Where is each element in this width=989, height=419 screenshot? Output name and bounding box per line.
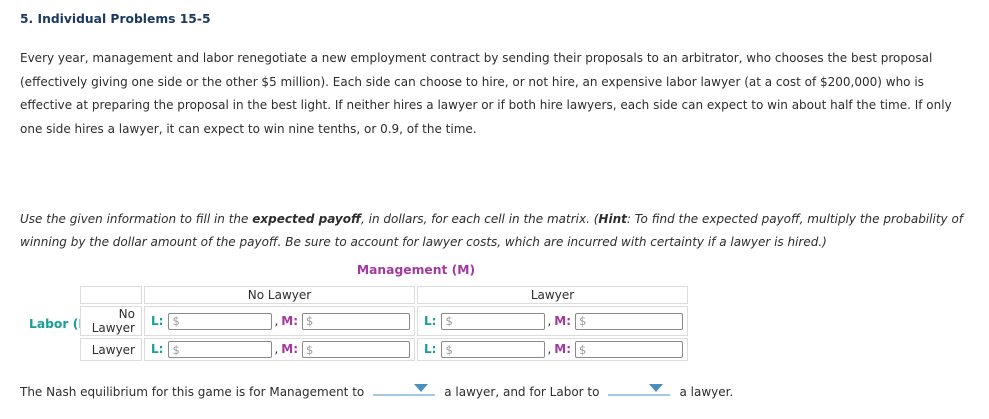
payoff-separator: , — [274, 342, 279, 356]
chevron-down-icon — [414, 384, 429, 392]
management-payoff-input-lawyer-nolawyer[interactable] — [302, 341, 411, 358]
payoff-matrix: No Lawyer Lawyer No Lawyer L:,M: L:,M: L… — [78, 284, 690, 363]
nash-management-dropdown[interactable] — [373, 381, 436, 396]
instructions-paragraph: Use the given information to fill in the… — [20, 208, 970, 254]
nash-seg1: The Nash equilibrium for this game is fo… — [20, 385, 365, 399]
nash-equilibrium-sentence: The Nash equilibrium for this game is fo… — [20, 381, 733, 399]
cell-lawyer-lawyer: L:,M: — [417, 338, 688, 361]
labor-payoff-label: L: — [424, 342, 437, 356]
cell-nolawyer-nolawyer: L:,M: — [144, 306, 415, 336]
cell-lawyer-nolawyer: L:,M: — [144, 338, 415, 361]
management-payoff-label: M: — [281, 342, 299, 356]
matrix-header-row: No Lawyer Lawyer — [80, 286, 688, 304]
chevron-down-icon — [649, 384, 664, 392]
labor-payoff-input-lawyer-nolawyer[interactable] — [168, 341, 273, 358]
management-payoff-label: M: — [554, 313, 572, 328]
management-payoff-input-nolawyer-nolawyer[interactable] — [302, 312, 411, 330]
matrix-row-no-lawyer: No Lawyer L:,M: L:,M: — [80, 306, 688, 336]
labor-payoff-label: L: — [151, 313, 164, 328]
instructions-seg1: Use the given information to fill in the — [20, 212, 253, 226]
management-payoff-label: M: — [554, 342, 572, 356]
nash-labor-dropdown[interactable] — [608, 381, 671, 396]
labor-payoff-input-nolawyer-lawyer[interactable] — [441, 312, 546, 330]
column-player-label: Management (M) — [356, 263, 476, 277]
labor-payoff-input-nolawyer-nolawyer[interactable] — [168, 312, 273, 330]
payoff-separator: , — [547, 313, 552, 328]
payoff-separator: , — [274, 313, 279, 328]
labor-payoff-input-lawyer-lawyer[interactable] — [441, 341, 546, 358]
nash-seg2: a lawyer, and for Labor to — [444, 385, 600, 399]
management-payoff-label: M: — [281, 313, 299, 328]
row-header-lawyer: Lawyer — [80, 338, 142, 361]
column-header-lawyer: Lawyer — [417, 286, 688, 304]
instructions-emph-hint: Hint — [598, 212, 627, 226]
payoff-separator: , — [547, 342, 552, 356]
page-title: 5. Individual Problems 15-5 — [20, 12, 211, 26]
management-payoff-input-nolawyer-lawyer[interactable] — [575, 312, 684, 330]
labor-payoff-label: L: — [151, 342, 164, 356]
cell-nolawyer-lawyer: L:,M: — [417, 306, 688, 336]
matrix-corner-cell — [80, 286, 142, 304]
row-header-no-lawyer: No Lawyer — [80, 306, 142, 336]
column-header-no-lawyer: No Lawyer — [144, 286, 415, 304]
instructions-seg2: , in dollars, for each cell in the matri… — [361, 212, 599, 226]
nash-seg3: a lawyer. — [679, 385, 734, 399]
instructions-emph-expected-payoff: expected payoff — [252, 212, 361, 226]
management-payoff-input-lawyer-lawyer[interactable] — [575, 341, 684, 358]
problem-statement: Every year, management and labor renegot… — [20, 51, 952, 136]
matrix-row-lawyer: Lawyer L:,M: L:,M: — [80, 338, 688, 361]
labor-payoff-label: L: — [424, 313, 437, 328]
row-player-label: Labor (L) — [29, 317, 92, 331]
instructions-seg3: : To find the expected payoff, multiply … — [20, 212, 964, 249]
